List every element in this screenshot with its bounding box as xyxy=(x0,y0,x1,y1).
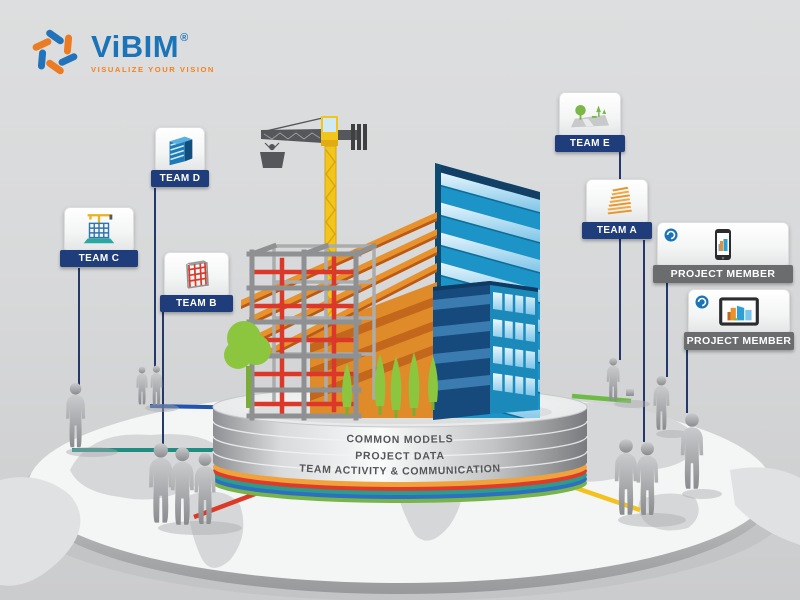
people-shadows xyxy=(66,400,722,535)
team-e-card: TEAM E xyxy=(555,92,625,152)
team-d-label: TEAM D xyxy=(151,170,209,187)
office-building xyxy=(433,281,538,420)
people-silhouettes xyxy=(66,357,722,535)
svg-text:COMMON MODELS: COMMON MODELS xyxy=(346,433,453,446)
team-e-person xyxy=(606,357,620,402)
team-a-label: TEAM A xyxy=(582,222,652,239)
platform-ring-label-team-activity: TEAM ACTIVITY & COMMUNICATION xyxy=(299,463,500,478)
team-b-card: TEAM B xyxy=(160,252,233,312)
smartphone-icon xyxy=(715,229,731,260)
landscape-site-icon xyxy=(571,105,609,128)
tablet-icon xyxy=(719,297,759,326)
buildings-illustration xyxy=(224,116,540,421)
orange-building xyxy=(241,212,437,418)
team-b-label: TEAM B xyxy=(160,295,233,312)
logo-tagline: VISUALIZE YOUR VISION xyxy=(91,64,215,74)
trees xyxy=(224,321,438,418)
project-member-1-label: PROJECT MEMBER xyxy=(653,265,793,283)
globe-swirl-icon xyxy=(695,295,709,309)
team-e-ground-line xyxy=(571,393,632,404)
team-d-person-1 xyxy=(136,366,148,405)
collaboration-platform: COMMON MODELS PROJECT DATA TEAM ACTIVITY… xyxy=(212,386,588,503)
connector-lines xyxy=(78,152,688,446)
project-member-2-label: PROJECT MEMBER xyxy=(684,332,794,350)
logo-wordmark: ViBIM® xyxy=(91,28,189,64)
team-c-label: TEAM C xyxy=(60,250,138,267)
project-member-2-card: PROJECT MEMBER xyxy=(684,289,794,350)
blue-building-icon xyxy=(169,136,193,166)
vibim-logo-mark xyxy=(32,29,78,75)
team-a-card: TEAM A xyxy=(582,179,652,239)
briefcase xyxy=(626,389,634,396)
team-d-card: TEAM D xyxy=(151,127,209,187)
svg-text:PROJECT DATA: PROJECT DATA xyxy=(355,450,445,463)
team-d-person-2 xyxy=(150,365,163,406)
steel-frame-icon xyxy=(185,260,209,289)
platform-ring-labels: COMMON MODELS PROJECT DATA TEAM ACTIVITY… xyxy=(299,433,501,478)
tower-crane xyxy=(260,116,367,333)
platform-ring-label-common-models: COMMON MODELS xyxy=(346,433,453,446)
team-c-card: TEAM C xyxy=(60,207,138,267)
project-member-1-card: PROJECT MEMBER xyxy=(653,222,793,283)
svg-text:TEAM ACTIVITY & COMMUNICATION: TEAM ACTIVITY & COMMUNICATION xyxy=(299,463,501,478)
team-e-label: TEAM E xyxy=(555,135,625,152)
tower-crane-icon xyxy=(83,214,115,244)
orange-floor-slabs-icon xyxy=(607,186,633,215)
steel-frame-building xyxy=(246,242,378,421)
registered-mark: ® xyxy=(180,32,189,45)
vibim-logo: ViBIM® VISUALIZE YOUR VISION xyxy=(26,24,215,80)
globe-swirl-icon xyxy=(664,228,678,242)
platform-ring-label-project-data: PROJECT DATA xyxy=(355,450,444,463)
